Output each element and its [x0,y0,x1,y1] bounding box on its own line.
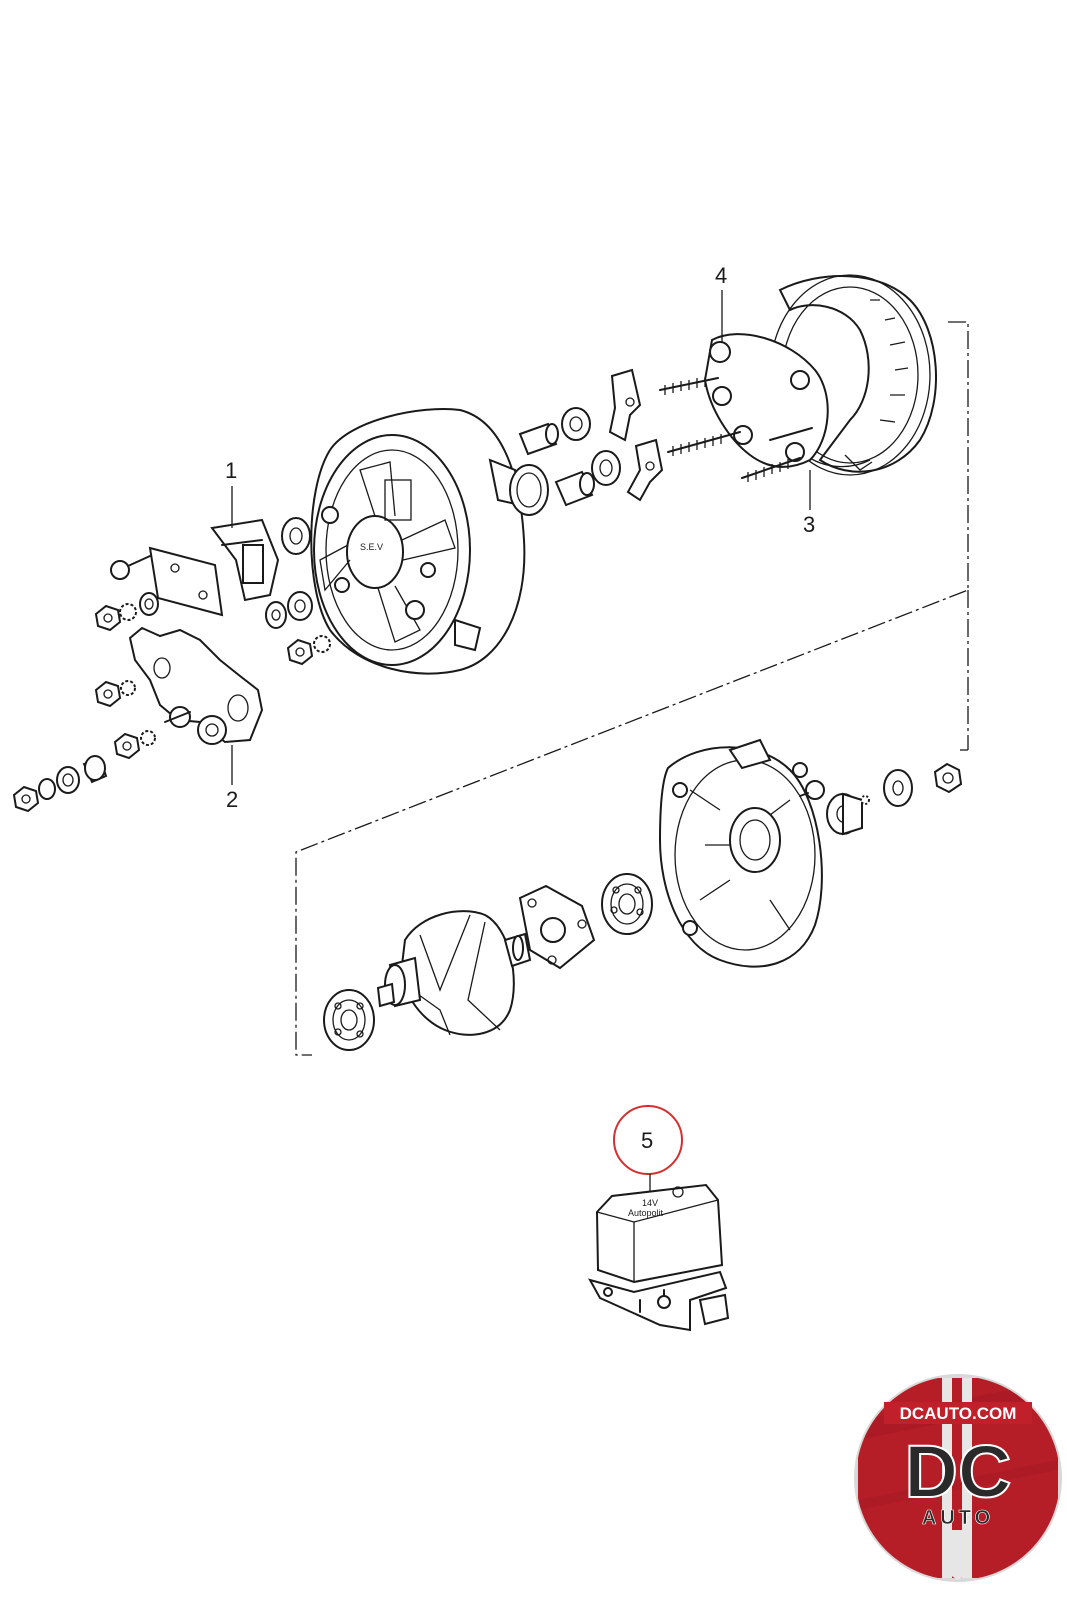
assembly-bracket [295,321,969,1056]
callout-1: 1 [225,458,237,528]
terminal-hardware-stack [12,755,108,813]
callout-2: 2 [226,745,238,812]
regulator-text-line1: 14V [642,1198,658,1208]
logo-domain: DCAUTO.COM [900,1404,1017,1423]
regulator-text-line2: Autopolit [628,1208,664,1218]
callout-label-2: 2 [226,787,238,812]
front-bearing [601,873,653,935]
callout-5-highlight-circle [613,1105,683,1175]
hardware-left-upper [94,592,159,632]
logo-sub: AUTO [922,1507,994,1529]
rear-housing: S.E.V [310,408,526,675]
dcauto-logo: DCAUTO.COM DC AUTO [854,1374,1062,1582]
callout-label-3: 3 [803,512,815,537]
front-housing [658,738,823,968]
bearing-retainer-plate [518,884,596,970]
callout-label-1: 1 [225,458,237,483]
terminal-clips [608,368,664,502]
hardware-middle [265,591,331,666]
callout-label-5: 5 [641,1128,653,1153]
callout-label-4: 4 [715,263,727,288]
rotor [376,910,532,1036]
callout-3: 3 [803,470,815,537]
brush-holder-group [110,517,311,617]
voltage-regulator: 5 14V Autopolit [587,1105,730,1332]
spacer-sleeves [518,407,621,507]
logo-mark: DC [905,1430,1012,1513]
o-ring [509,464,549,516]
rectifier-plate-group [94,626,264,760]
pulley-hardware-stack [799,762,963,836]
stator-assembly [659,274,937,482]
rear-bearing [323,989,375,1051]
callout-4: 4 [715,263,727,342]
svg-text:S.E.V: S.E.V [360,542,383,552]
